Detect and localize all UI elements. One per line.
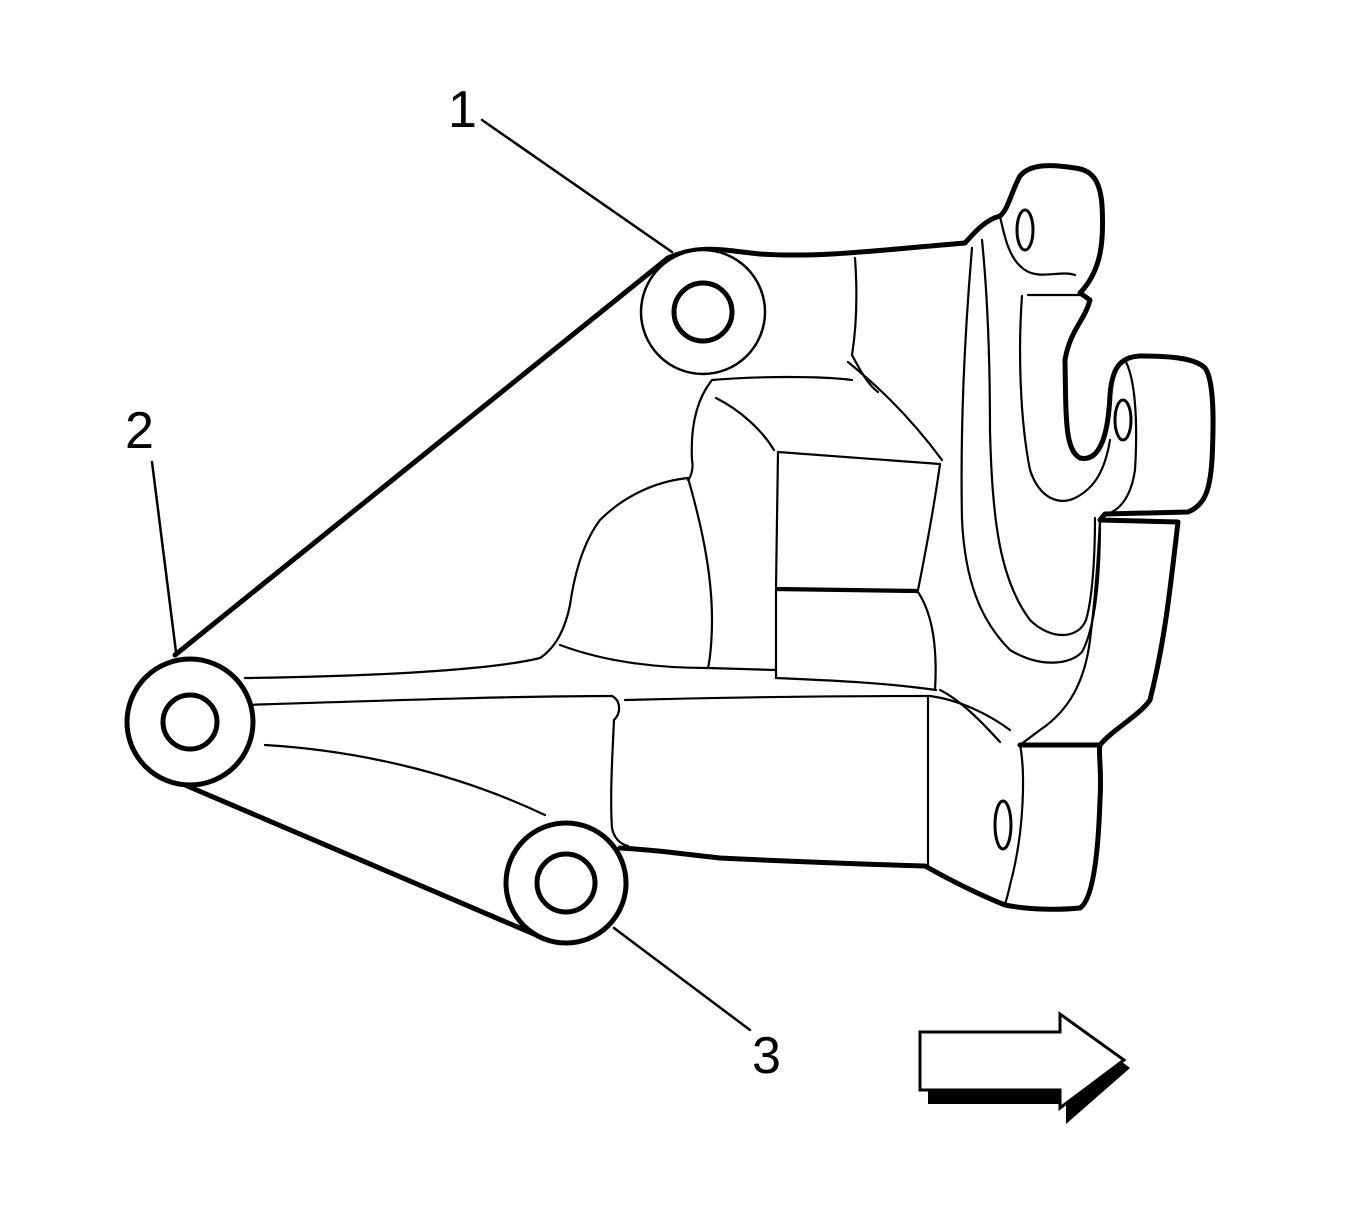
bracket-details <box>243 214 1138 907</box>
callout-label-2: 2 <box>125 402 154 460</box>
callout-2: 2 <box>125 402 178 654</box>
callout-label-3: 3 <box>752 1027 781 1085</box>
callout-label-1: 1 <box>448 81 477 139</box>
arrow-right-icon <box>918 1011 1130 1124</box>
slot-hole-upper <box>1015 208 1035 252</box>
callout-1: 1 <box>448 81 674 254</box>
boss-3 <box>503 820 629 946</box>
boss-1 <box>639 248 767 376</box>
slot-hole-lower <box>993 799 1013 851</box>
slot-hole-middle <box>1113 398 1133 442</box>
bracket-outline <box>172 163 1216 943</box>
boss-2 <box>124 656 256 788</box>
callout-3: 3 <box>612 926 781 1085</box>
